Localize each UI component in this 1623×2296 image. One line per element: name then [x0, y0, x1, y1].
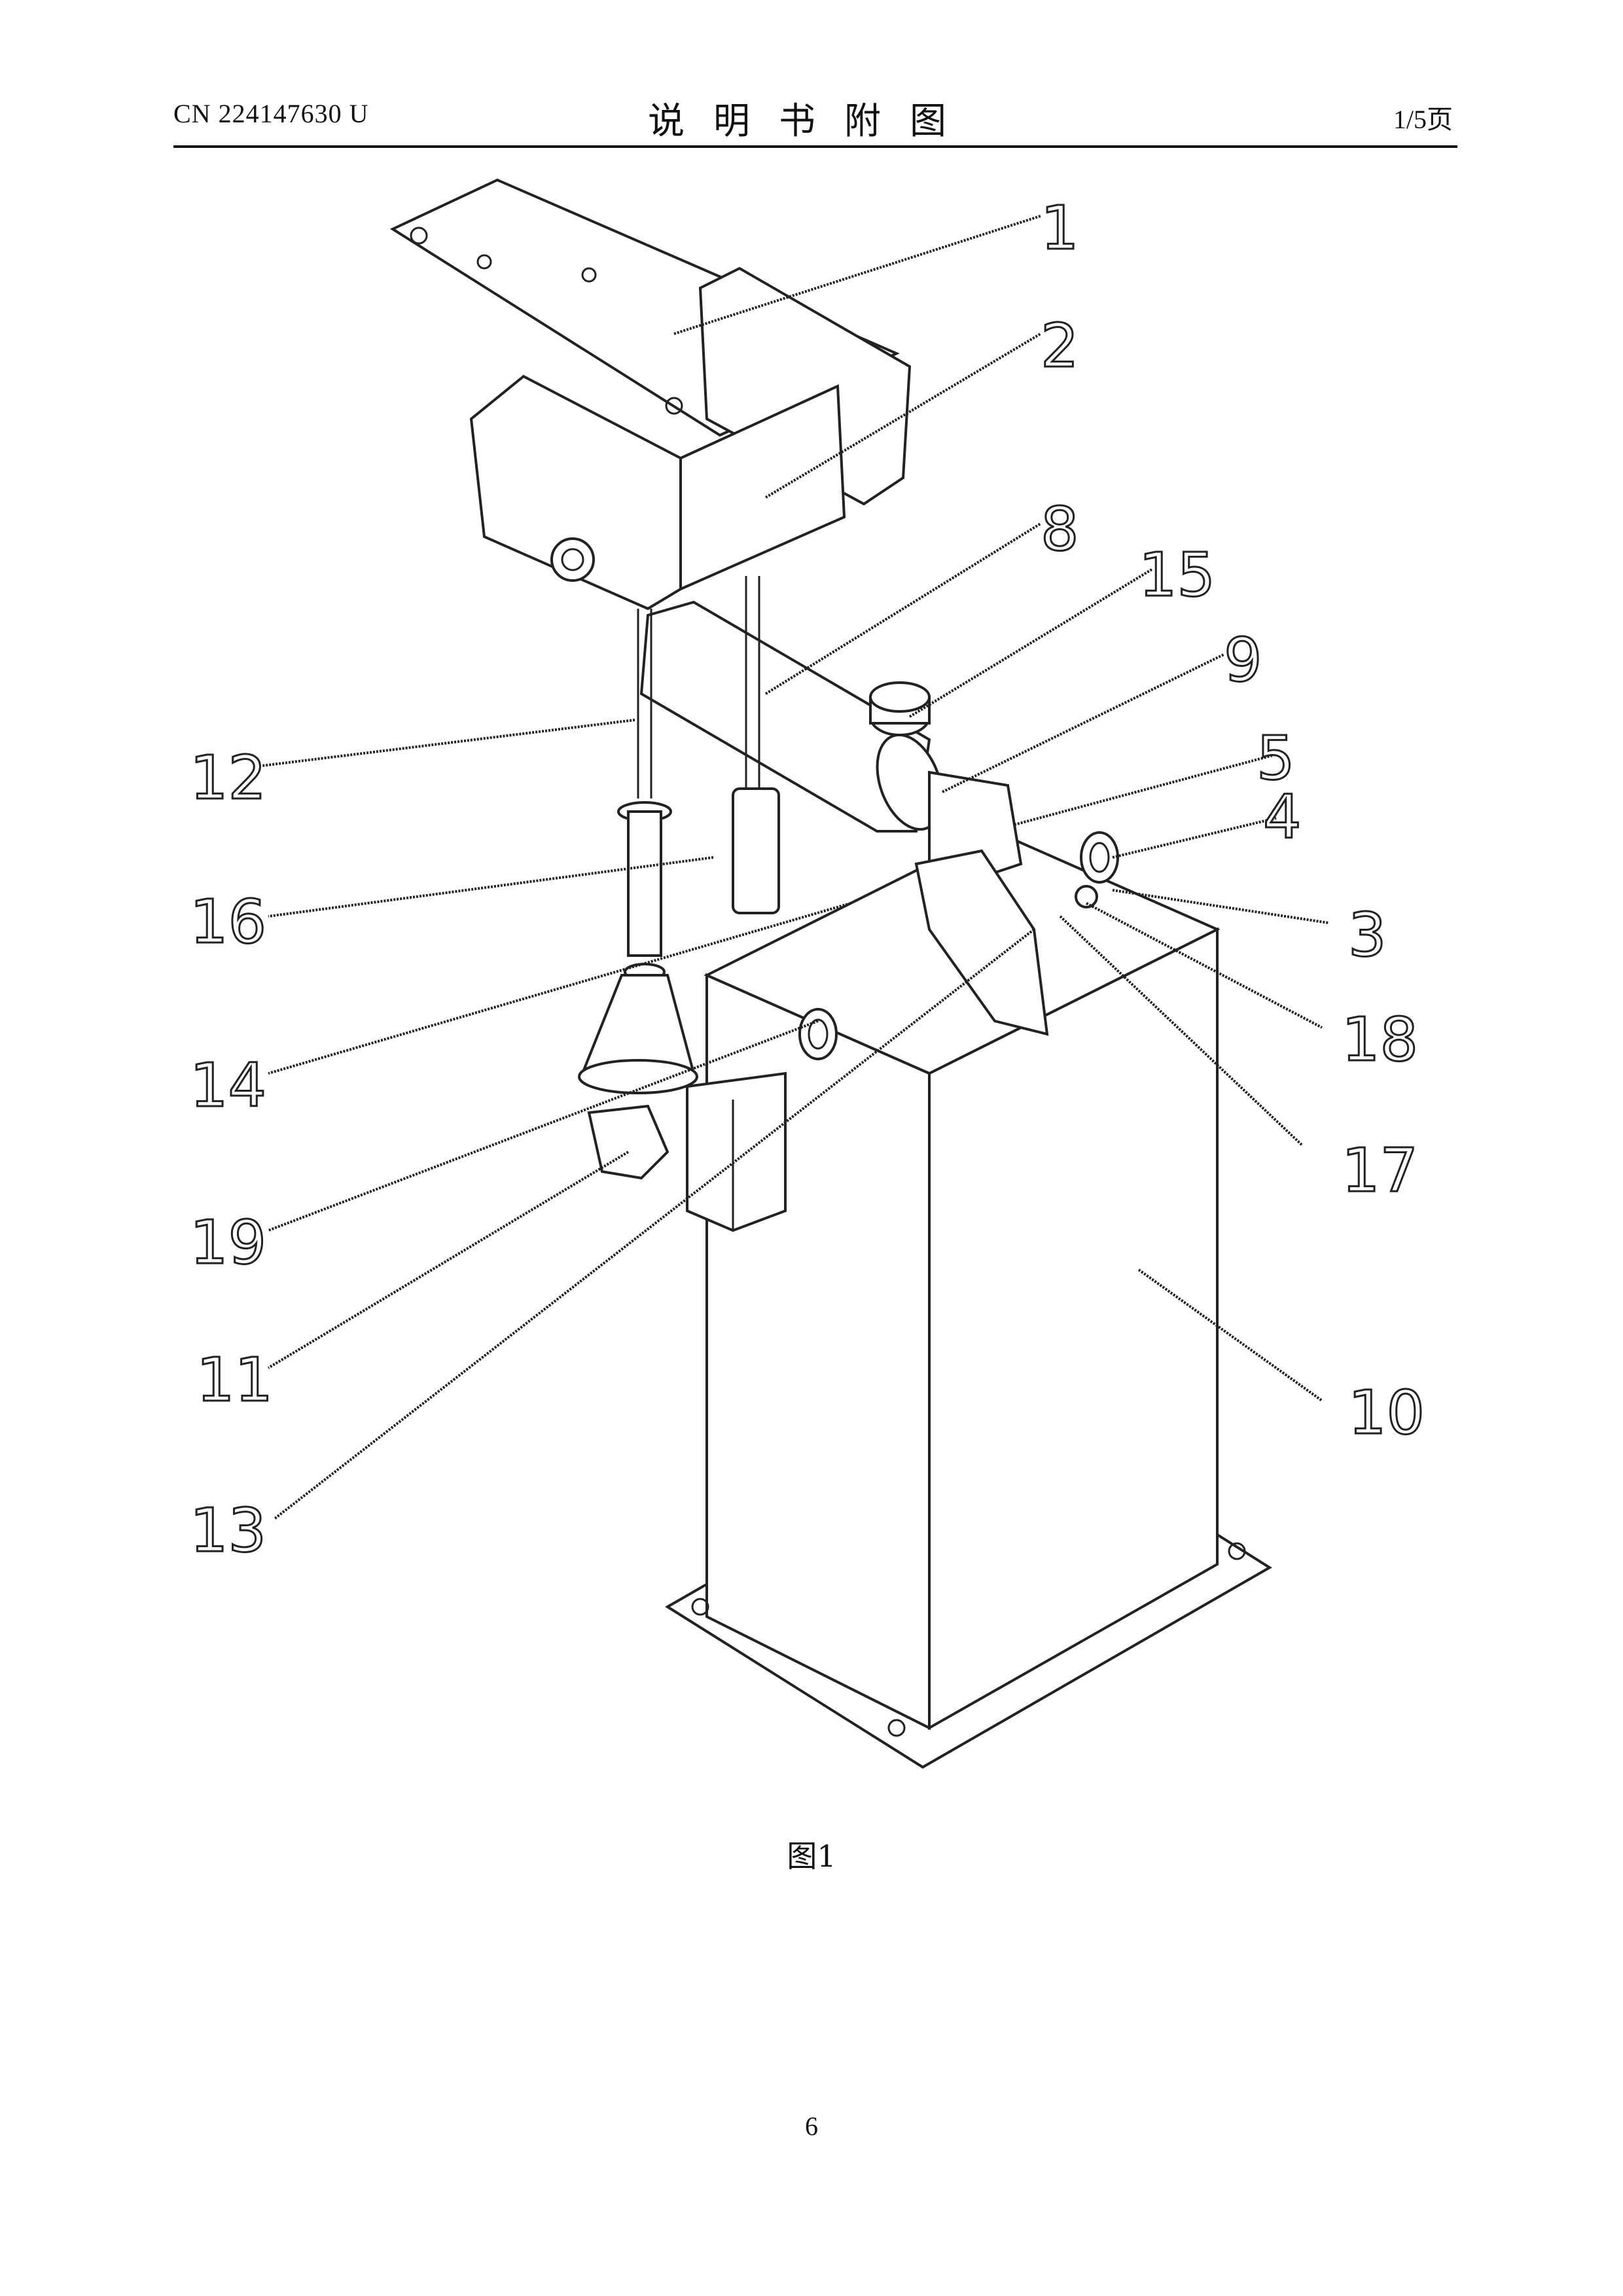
ref-9: 9 [1224, 625, 1262, 695]
ref-15: 15 [1139, 540, 1215, 610]
ref-4: 4 [1263, 782, 1302, 852]
ref-13: 13 [190, 1496, 266, 1566]
ref-10: 10 [1348, 1378, 1425, 1448]
ref-18: 18 [1342, 1005, 1418, 1075]
ref-14: 14 [190, 1050, 266, 1121]
page-number: 6 [0, 2111, 1623, 2142]
side-box [687, 1073, 785, 1230]
ref-16: 16 [190, 887, 266, 957]
figure-caption: 图1 [0, 1833, 1623, 1876]
ref-2: 2 [1041, 311, 1079, 381]
ref-8: 8 [1041, 494, 1079, 564]
arm-tube [641, 602, 1021, 884]
ref-19: 19 [190, 1208, 266, 1278]
ref-3: 3 [1348, 900, 1387, 970]
ref-1: 1 [1041, 193, 1079, 263]
ref-17: 17 [1342, 1136, 1418, 1206]
ref-11: 11 [196, 1345, 273, 1415]
ref-12: 12 [190, 743, 266, 813]
